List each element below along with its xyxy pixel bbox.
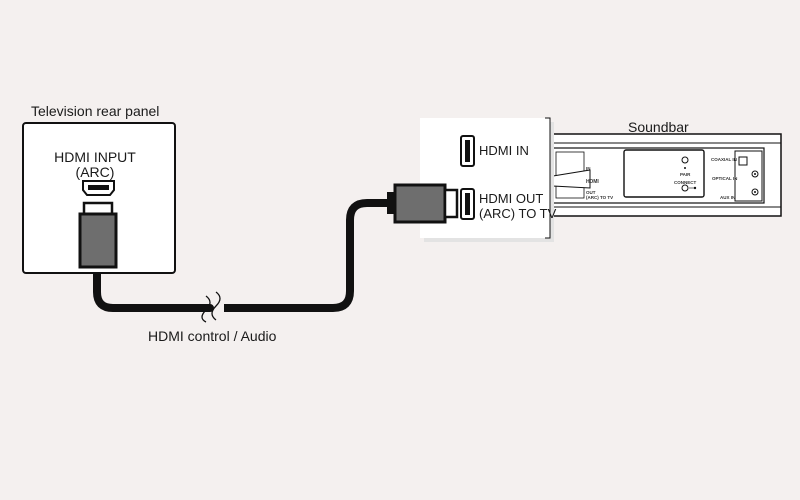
soundbar-label: Soundbar (628, 119, 689, 135)
soundbar-hdmi-plug (387, 183, 459, 224)
tv-port-label-line2: (ARC) (75, 164, 115, 180)
soundbar-tiny-aux-in: AUX IN (720, 195, 736, 200)
soundbar-tiny-connect: CONNECT (674, 180, 697, 185)
tv-panel-label: Television rear panel (31, 103, 160, 119)
cable-label: HDMI control / Audio (148, 328, 277, 344)
tv-rear-panel (22, 122, 176, 274)
hdmi-out-label-line1: HDMI OUT (479, 191, 544, 206)
tv-hdmi-plug (78, 201, 118, 269)
soundbar-tiny-out-line2: (ARC) TO TV (586, 195, 614, 200)
soundbar-tiny-pair: PAIR (680, 172, 691, 177)
soundbar-tiny-in: IN (586, 166, 591, 171)
hdmi-in-label: HDMI IN (479, 143, 529, 158)
soundbar-body (544, 133, 782, 217)
tv-port-label-line1: HDMI INPUT (54, 149, 136, 165)
soundbar-tiny-out-line1: OUT (586, 190, 596, 195)
hdmi-out-label-line2: (ARC) TO TV (479, 206, 557, 221)
soundbar-tiny-coaxial-in: COAXIAL IN (711, 157, 737, 162)
soundbar-tiny-optical-in: OPTICAL IN (712, 176, 738, 181)
hdmi-cable (93, 199, 390, 323)
soundbar-tiny-hdmi-logo: HDMI (586, 179, 599, 185)
